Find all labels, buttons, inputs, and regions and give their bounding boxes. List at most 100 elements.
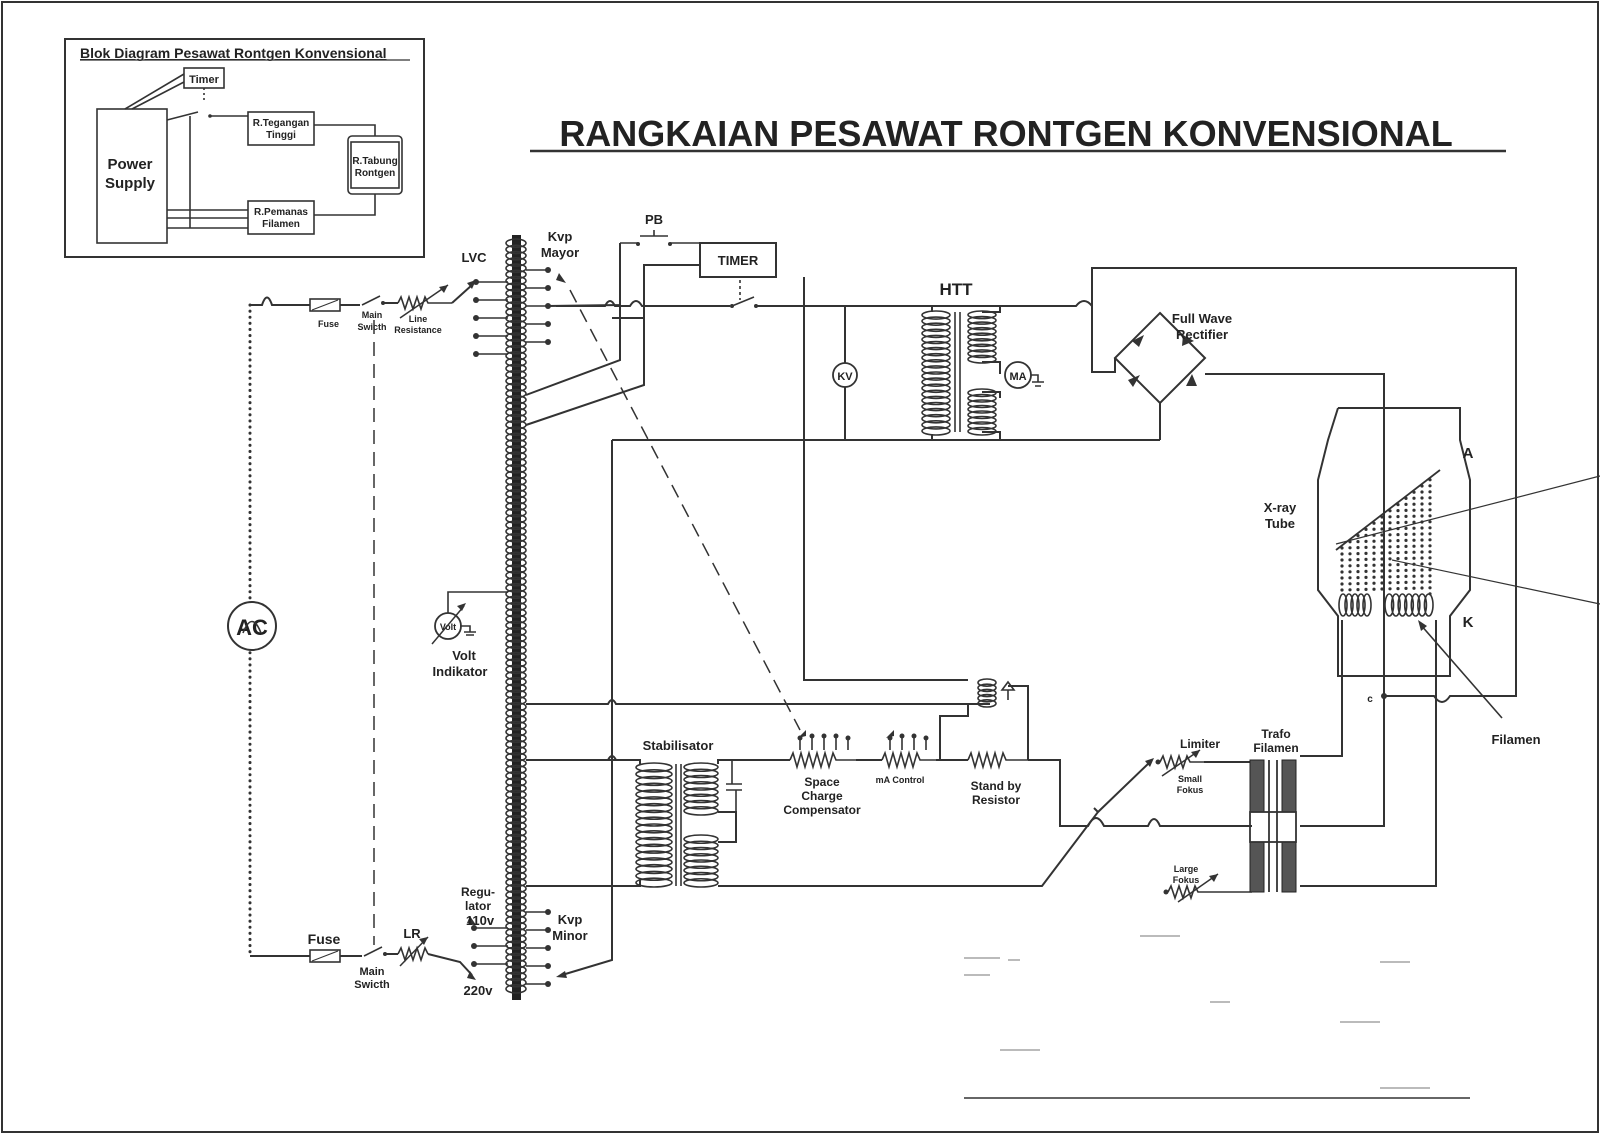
electron-dot [1412, 520, 1416, 524]
electron-dot [1356, 588, 1360, 592]
electron-dot [1404, 580, 1408, 585]
electron-dot [1412, 568, 1416, 572]
electron-dot [1420, 580, 1424, 584]
limiter-label: Limiter [1180, 737, 1220, 751]
electron-dot [1428, 490, 1432, 494]
electron-dot [1420, 550, 1424, 554]
htt-transformer: HTT [921, 280, 997, 436]
kvp-mayor-line2: Mayor [541, 245, 579, 260]
electron-dot [1428, 538, 1432, 542]
electron-dot [1348, 576, 1352, 580]
electron-dot [1388, 569, 1392, 573]
v220-label: 220v [464, 983, 494, 998]
htt-label: HTT [939, 280, 973, 299]
electron-dot [1372, 539, 1376, 543]
electron-dot [1380, 539, 1384, 543]
electron-dot [1364, 587, 1368, 592]
trafo-filamen-line1: Trafo [1261, 727, 1290, 741]
electron-dot [1364, 557, 1368, 562]
timer-box [699, 242, 777, 278]
electron-dot [1396, 581, 1400, 585]
autotransformer [505, 235, 527, 1000]
kv-label: KV [837, 371, 853, 383]
regulator-line3: 110v [466, 913, 495, 928]
electron-dot [1372, 527, 1376, 531]
block-diagram-frame [64, 38, 425, 258]
electron-dot [1420, 586, 1424, 590]
regulator-line1: Regu- [461, 885, 495, 899]
ma-control-label: mA Control [876, 775, 925, 785]
block-pemanas-line1: R.Pemanas [254, 207, 308, 218]
ac-source: AC [227, 303, 277, 958]
line-resistance-line1: Line [409, 314, 428, 324]
electron-dot [1364, 563, 1368, 568]
electron-dot [1396, 587, 1400, 591]
space-charge-line1: Space [804, 775, 840, 789]
line-resistance-line2: Resistance [394, 325, 442, 335]
electron-dot [1420, 544, 1424, 548]
electron-dot [1420, 568, 1424, 572]
electron-dot [1364, 581, 1368, 586]
electron-dot [1372, 551, 1376, 555]
electron-dot [1372, 545, 1376, 549]
electron-dot [1364, 575, 1368, 580]
block-tegangan-line2: Tinggi [266, 130, 296, 141]
electron-dot [1420, 490, 1424, 494]
kvp-minor-line2: Minor [552, 928, 587, 943]
electron-dot [1380, 569, 1384, 573]
electron-dot [1428, 496, 1432, 500]
space-charge-line3: Compensator [783, 803, 861, 817]
electron-dot [1356, 582, 1360, 586]
electron-dot [1404, 526, 1408, 531]
electron-dot [1388, 551, 1392, 555]
electron-dot [1372, 557, 1376, 561]
smudged-area [964, 935, 1430, 1089]
electron-dot [1356, 570, 1360, 574]
block-tabung-rontgen [350, 141, 400, 189]
block-tabung-line2: Rontgen [355, 168, 396, 179]
electron-dot [1340, 564, 1344, 568]
electron-dot [1404, 550, 1408, 555]
electron-dot [1388, 515, 1392, 519]
electron-dot [1388, 533, 1392, 537]
space-charge-line2: Charge [801, 789, 843, 803]
electron-dot [1380, 581, 1384, 585]
electron-dot [1412, 514, 1416, 518]
block-power-supply-line1: Power [107, 156, 152, 173]
ac-label: AC [236, 615, 268, 640]
electron-dot [1428, 580, 1432, 584]
block-power-supply-line2: Supply [105, 175, 156, 192]
ma-control: mA Control [876, 730, 936, 785]
electron-dot [1340, 552, 1344, 556]
electron-dot [1364, 551, 1368, 556]
electron-dot [1396, 539, 1400, 543]
electron-dot [1420, 508, 1424, 512]
block-diagram-title: Blok Diagram Pesawat Rontgen Konvensiona… [80, 45, 387, 61]
electron-dot [1380, 515, 1384, 519]
electron-dot [1340, 570, 1344, 574]
electron-dot [1420, 514, 1424, 518]
kvp-minor-line1: Kvp [558, 912, 583, 927]
electron-dot [1404, 538, 1408, 543]
lvc-taps [476, 281, 508, 355]
xray-tube-line2: Tube [1265, 516, 1295, 531]
small-fokus-line1: Small [1178, 774, 1202, 784]
large-fokus-line2: Fokus [1173, 875, 1200, 885]
electron-dot [1364, 569, 1368, 574]
electron-dot [1404, 508, 1408, 512]
block-tabung-line1: R.Tabung [352, 156, 397, 167]
volt-meter-label: Volt [440, 622, 456, 632]
electron-dot [1356, 564, 1360, 568]
electron-dot [1428, 574, 1432, 578]
electron-dot [1380, 551, 1384, 555]
electron-dot [1380, 521, 1384, 525]
lr-resistor [397, 945, 429, 963]
space-charge-compensator: Space Charge Compensator [783, 730, 861, 817]
electron-dot [1404, 544, 1408, 549]
electron-dot [1388, 587, 1392, 591]
page-title: RANGKAIAN PESAWAT RONTGEN KONVENSIONAL [559, 113, 1452, 154]
electron-dot [1404, 556, 1408, 561]
electron-dot [1372, 575, 1376, 579]
electron-dot [1380, 587, 1384, 591]
